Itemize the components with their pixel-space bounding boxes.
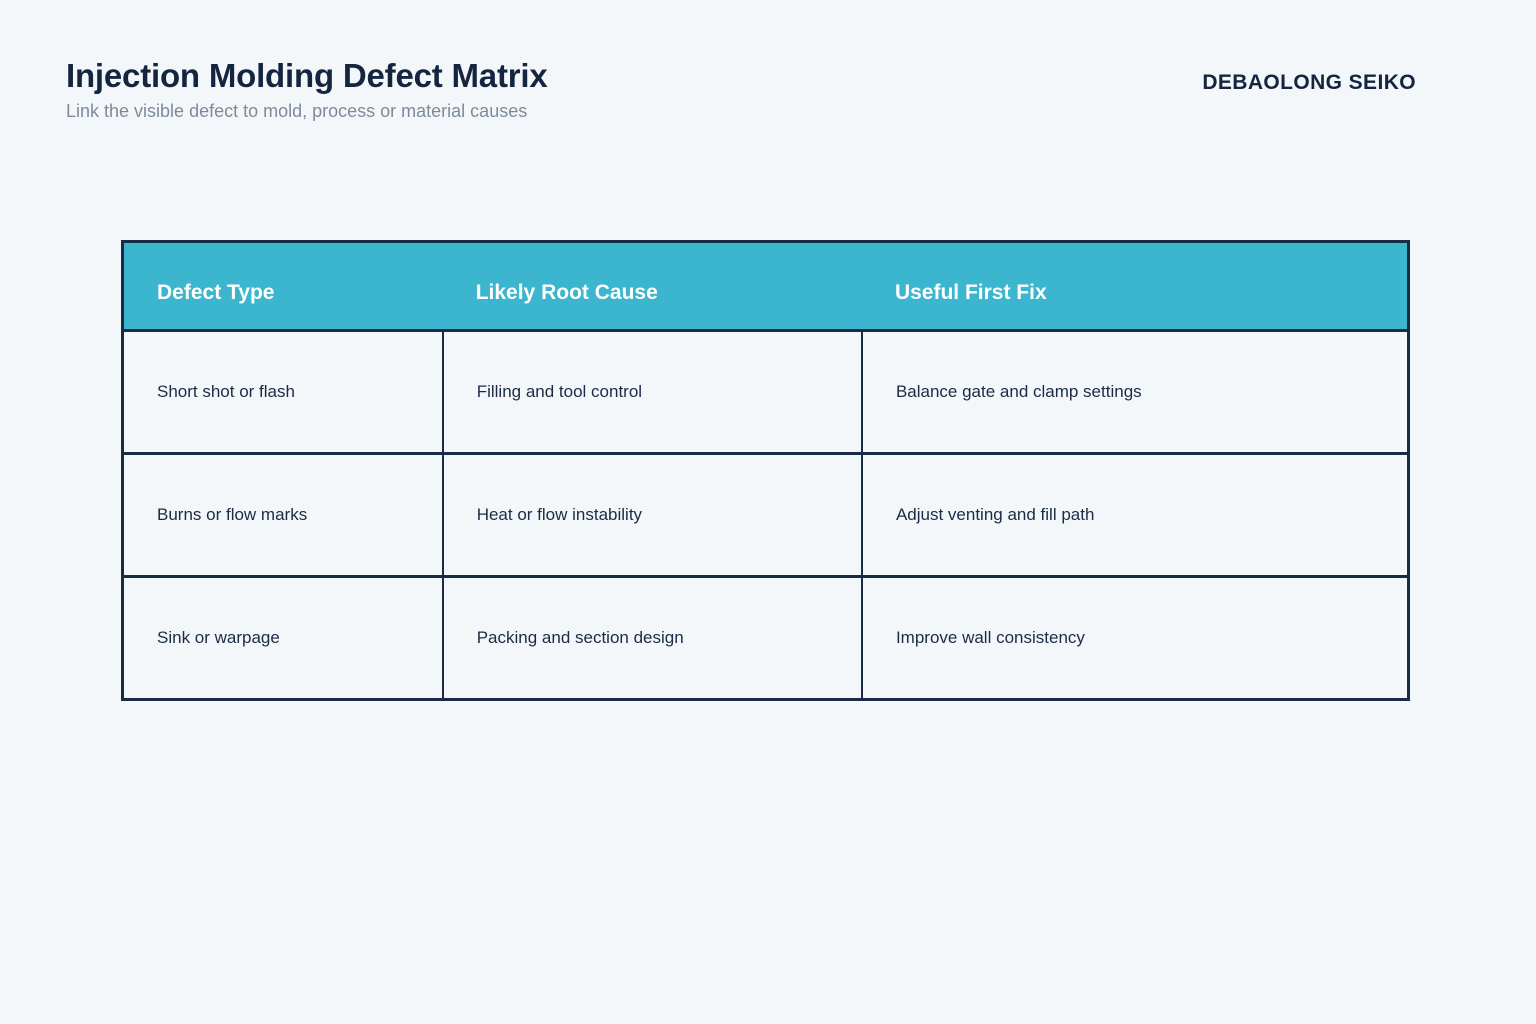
cell-root-cause: Packing and section design (442, 576, 863, 700)
table-body: Short shot or flash Filling and tool con… (122, 330, 1409, 700)
cell-defect-type: Burns or flow marks (122, 453, 444, 578)
table-row: Burns or flow marks Heat or flow instabi… (122, 453, 1409, 578)
cell-first-fix: Balance gate and clamp settings (861, 330, 1409, 455)
page-title: Injection Molding Defect Matrix (66, 57, 548, 94)
defect-matrix-container: Defect Type Likely Root Cause Useful Fir… (121, 240, 1410, 701)
table-header-row: Defect Type Likely Root Cause Useful Fir… (122, 241, 1409, 332)
column-header-defect-type: Defect Type (122, 241, 443, 332)
brand-name: DEBAOLONG SEIKO (1202, 71, 1416, 94)
column-header-root-cause: Likely Root Cause (442, 241, 862, 332)
title-block: Injection Molding Defect Matrix Link the… (66, 57, 548, 123)
column-header-first-fix: Useful First Fix (861, 241, 1409, 332)
cell-defect-type: Sink or warpage (122, 576, 444, 700)
defect-matrix-table: Defect Type Likely Root Cause Useful Fir… (121, 240, 1410, 701)
table-row: Sink or warpage Packing and section desi… (122, 576, 1409, 700)
cell-defect-type: Short shot or flash (122, 330, 444, 455)
table-header: Defect Type Likely Root Cause Useful Fir… (122, 241, 1409, 332)
table-row: Short shot or flash Filling and tool con… (122, 330, 1409, 455)
cell-first-fix: Improve wall consistency (861, 576, 1409, 700)
cell-first-fix: Adjust venting and fill path (861, 453, 1409, 578)
cell-root-cause: Filling and tool control (442, 330, 863, 455)
slide-header: Injection Molding Defect Matrix Link the… (66, 57, 1416, 123)
cell-root-cause: Heat or flow instability (442, 453, 863, 578)
page-subtitle: Link the visible defect to mold, process… (66, 100, 528, 121)
